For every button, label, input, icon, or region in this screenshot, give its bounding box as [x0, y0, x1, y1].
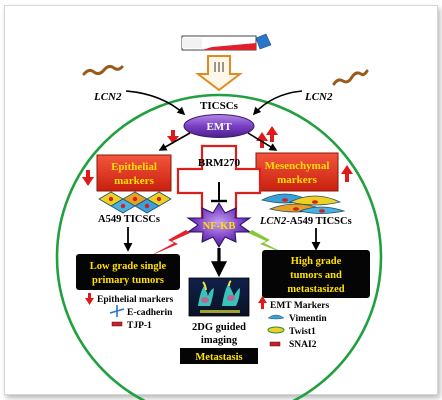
- low-grade-line1: Low grade single: [90, 261, 167, 272]
- ticscs-top-label: TICSCs: [200, 100, 239, 112]
- tjp1-label: TJP-1: [127, 321, 152, 331]
- lcn2-protein-left-icon: [82, 64, 124, 76]
- lcn2-a549-suffix: -A549 TICSCs: [286, 216, 351, 227]
- high-grade-line1: High grade: [291, 256, 342, 267]
- a549-ticscs-label: A549 TICSCs: [98, 214, 160, 225]
- emt-markers-legend-title: EMT Markers: [270, 301, 329, 311]
- emt-to-mesenchymal-arrow: [247, 132, 278, 151]
- tjp1-icon: [111, 321, 123, 327]
- epithelial-cells-icon: [98, 191, 172, 214]
- snai2-label: SNAI2: [289, 340, 317, 350]
- imaging-line2: imaging: [201, 335, 238, 346]
- epithelial-markers-line1: Epithelial: [111, 161, 157, 173]
- lcn2-protein-right-icon: [332, 69, 369, 86]
- emt-label: EMT: [206, 121, 232, 133]
- mesenchymal-markers-line2: markers: [277, 174, 317, 186]
- lcn2-right-arrow: [252, 90, 303, 116]
- epithelial-markers-line2: markers: [114, 175, 154, 187]
- lcn2-a549-ticscs-label: LCN2-A549 TICSCs: [259, 216, 352, 227]
- e-cadherin-icon: [109, 305, 125, 317]
- nfkb-label: NF-KB: [203, 221, 236, 232]
- vimentin-label: Vimentin: [289, 314, 327, 324]
- low-grade-box: [76, 254, 180, 290]
- lcn2-left-arrow: [125, 90, 186, 116]
- lcn2-left-label: LCN2: [93, 91, 122, 103]
- culture-flask-icon: [181, 33, 272, 51]
- snai2-icon: [269, 341, 281, 347]
- emt-node: [183, 114, 255, 138]
- epithelial-box-down-arrow-icon: [82, 170, 94, 186]
- hollow-arrow-down-icon: [195, 55, 243, 92]
- imaging-picture: [188, 277, 250, 317]
- brm270-label: BRM270: [198, 157, 241, 169]
- imaging-line1: 2DG guided: [192, 322, 246, 333]
- lightning-left-icon: [150, 230, 190, 256]
- high-grade-line3: metastasized: [287, 284, 344, 295]
- metastasis-label: Metastasis: [195, 352, 242, 363]
- emt-legend-up-arrow-icon: [258, 296, 267, 309]
- lightning-right-icon: [248, 230, 290, 256]
- mesenchymal-cells-icon: [260, 193, 346, 214]
- high-grade-line2: tumors and: [290, 270, 342, 281]
- epithelial-markers-legend-title: Epithelial markers: [97, 295, 174, 305]
- nfkb-node: [186, 202, 252, 248]
- twist1-label: Twist1: [289, 327, 316, 337]
- mesenchymal-markers-box: [255, 152, 339, 192]
- epithelial-legend-down-arrow-icon: [85, 293, 94, 305]
- e-cadherin-label: E-cadherin: [127, 308, 173, 318]
- epithelial-down-arrow-icon: [167, 130, 179, 144]
- emt-to-epithelial-arrow: [158, 132, 191, 151]
- cell-boundary-circle: [55, 93, 383, 400]
- lcn2-right-label: LCN2: [304, 91, 333, 103]
- mesenchymal-box-up-arrow-icon: [341, 165, 353, 182]
- twist1-icon: [267, 326, 285, 334]
- mesenchymal-markers-line1: Mesenchymal: [265, 160, 330, 172]
- vimentin-icon: [267, 314, 285, 320]
- high-grade-box: [262, 250, 370, 298]
- epithelial-markers-box: [96, 154, 172, 192]
- lcn2-a549-prefix: LCN2: [259, 216, 287, 227]
- low-grade-line2: primary tumors: [92, 275, 164, 286]
- metastasis-box: [180, 348, 258, 364]
